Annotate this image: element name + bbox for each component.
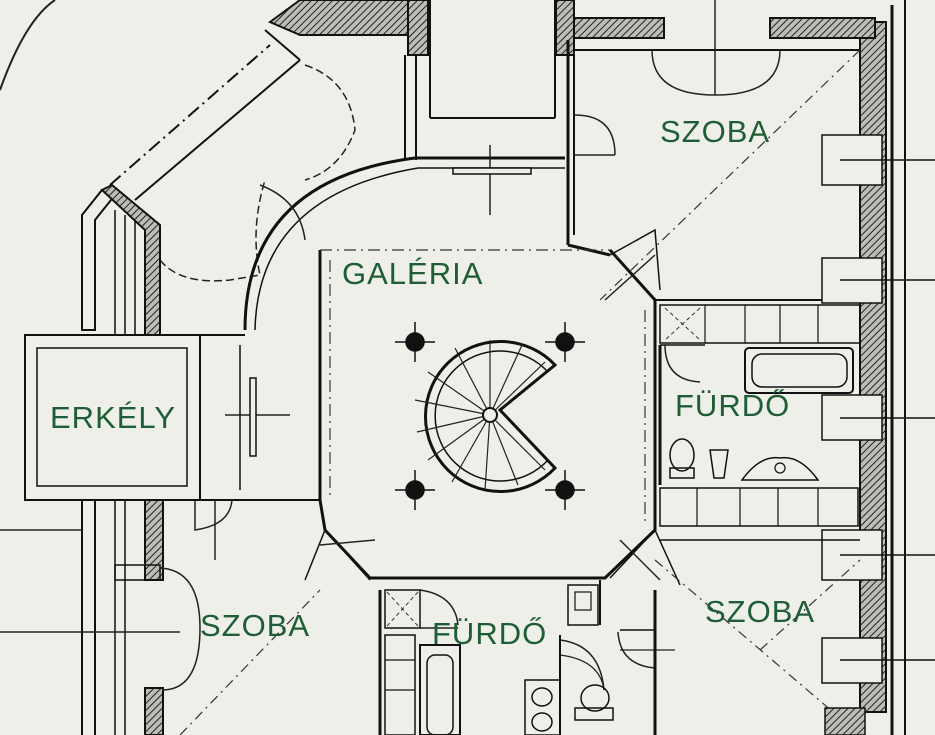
left-wall-columns [81, 183, 164, 735]
room-label-furdo-right: FÜRDŐ [675, 388, 791, 423]
column-bottom-right [545, 470, 585, 510]
column-top-right [545, 322, 585, 362]
room-label-szoba-bottom-left: SZOBA [200, 608, 311, 643]
room-label-szoba-top-right: SZOBA [660, 114, 771, 149]
outer-arc [0, 0, 56, 91]
right-window-bays [821, 134, 935, 684]
top-left-walls [109, 29, 565, 331]
room-label-erkely: ERKÉLY [50, 400, 177, 435]
furdo-bottom-room [384, 580, 675, 735]
szoba-top-right-walls [566, 0, 861, 301]
room-label-szoba-bottom-right: SZOBA [705, 594, 816, 629]
furdo-right-room [658, 304, 861, 527]
szoba-bottom-left-room [0, 499, 382, 735]
galeria-octagon [304, 228, 681, 586]
column-bottom-left [395, 470, 435, 510]
column-top-left [395, 322, 435, 362]
erkely-balcony [0, 334, 320, 531]
top-walls [268, 0, 876, 160]
szoba-bottom-right-room [654, 539, 866, 735]
room-label-galeria: GALÉRIA [342, 256, 484, 291]
room-label-furdo-bottom: FÜRDŐ [432, 616, 548, 651]
spiral-staircase [414, 340, 558, 493]
gallery-columns [395, 322, 585, 510]
